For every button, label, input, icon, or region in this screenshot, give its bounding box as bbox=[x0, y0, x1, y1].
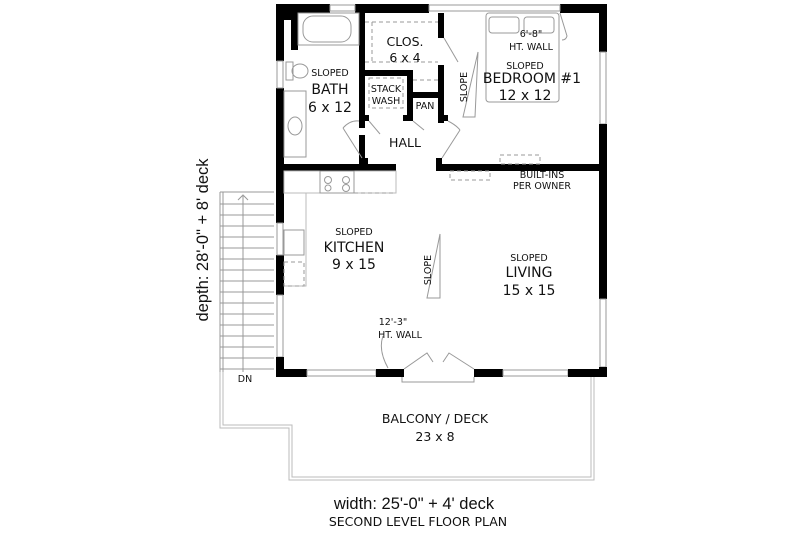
exterior-walls bbox=[276, 4, 607, 377]
hall-name: HALL bbox=[389, 135, 421, 150]
balcony-size: 23 x 8 bbox=[415, 429, 454, 444]
bedroom-name: BEDROOM #1 bbox=[483, 71, 581, 87]
living-wall-height: 12'-3" bbox=[379, 317, 408, 328]
living-prefix: SLOPED bbox=[510, 253, 548, 264]
width-dimension: width: 25'-0" + 4' deck bbox=[333, 495, 495, 513]
stair-direction: DN bbox=[238, 374, 252, 385]
kitchen-size: 9 x 15 bbox=[332, 257, 376, 273]
stack-wash-line1: STACK bbox=[371, 84, 402, 95]
stack-wash-line2: WASH bbox=[372, 96, 401, 107]
slope-upper-label: SLOPE bbox=[459, 72, 470, 102]
living-size: 15 x 15 bbox=[503, 283, 556, 299]
depth-dimension: depth: 28'-0" + 8' deck bbox=[194, 158, 212, 322]
bedroom-prefix: SLOPED bbox=[506, 61, 544, 72]
bath-name: BATH bbox=[311, 82, 348, 98]
stairs bbox=[219, 191, 274, 372]
bedroom-wall-label: HT. WALL bbox=[509, 42, 554, 53]
bedroom-size: 12 x 12 bbox=[499, 88, 552, 104]
balcony-name: BALCONY / DECK bbox=[382, 411, 489, 426]
plan-title: SECOND LEVEL FLOOR PLAN bbox=[329, 514, 507, 529]
living-wall-label: HT. WALL bbox=[378, 330, 423, 341]
bath-size: 6 x 12 bbox=[308, 100, 352, 116]
kitchen-name: KITCHEN bbox=[324, 240, 385, 256]
builtins-line2: PER OWNER bbox=[513, 181, 571, 192]
closet-name: CLOS. bbox=[387, 34, 424, 49]
pantry-name: PAN bbox=[416, 101, 435, 112]
kitchen-prefix: SLOPED bbox=[335, 227, 373, 238]
fixtures bbox=[283, 12, 568, 383]
interior-walls bbox=[284, 13, 607, 171]
living-name: LIVING bbox=[506, 265, 553, 281]
room-labels: SLOPED BATH 6 x 12 CLOS. 6 x 4 STACK WAS… bbox=[238, 29, 581, 444]
bedroom-wall-height: 6'-8" bbox=[520, 29, 543, 40]
slope-lower-label: SLOPE bbox=[423, 255, 434, 285]
bath-prefix: SLOPED bbox=[311, 68, 349, 79]
balcony-deck-outline bbox=[219, 372, 595, 481]
builtins-line1: BUILT-INS bbox=[520, 170, 565, 181]
closet-size: 6 x 4 bbox=[389, 50, 420, 65]
